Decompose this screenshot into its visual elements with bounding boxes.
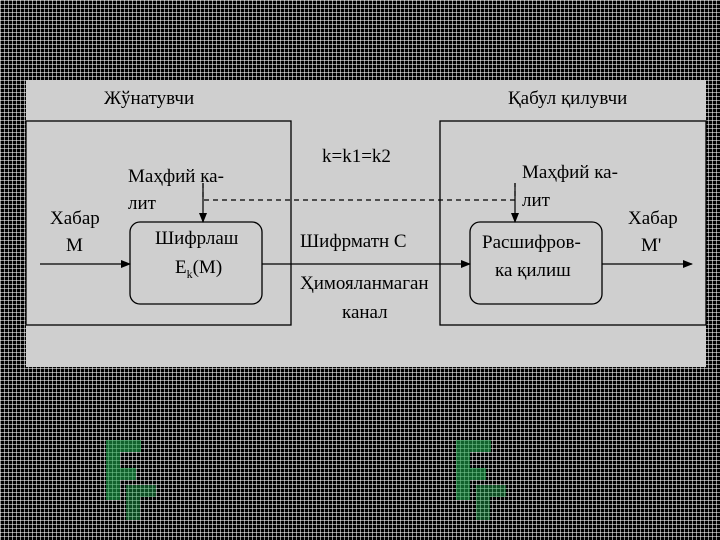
receiver-title: Қабул қилувчи	[508, 88, 627, 109]
diagram-panel	[26, 80, 706, 367]
channel-label-line2: канал	[342, 302, 388, 323]
decrypt-label-line2: ка қилиш	[495, 260, 571, 281]
message-out-label-line1: Хабар	[628, 208, 678, 229]
receiver-key-label-line2: лит	[522, 190, 551, 211]
sender-key-label-line1: Маҳфий ка-	[128, 166, 224, 187]
sender-key-label-line2: лит	[128, 193, 157, 214]
channel-label-line1: Ҳимояланмаган	[300, 273, 429, 294]
message-in-label-line2: M	[66, 235, 83, 256]
sender-title: Жўнатувчи	[104, 88, 194, 109]
receiver-key-label-line1: Маҳфий ка-	[522, 162, 618, 183]
decrypt-label-line1: Расшифров-	[482, 232, 581, 253]
encrypt-label-line2: Ek(M)	[175, 257, 222, 281]
message-out-label-line2: M'	[641, 235, 661, 256]
key-equation: k=k1=k2	[322, 146, 391, 167]
ciphertext-label: Шифрматн С	[300, 231, 407, 252]
encrypt-label-subscript: k	[187, 267, 193, 281]
message-in-label-line1: Хабар	[50, 208, 100, 229]
encrypt-label-symbol: E	[175, 257, 187, 278]
sender-frame	[25, 120, 292, 326]
receiver-frame	[439, 120, 707, 326]
encrypt-label-line1: Шифрлаш	[155, 228, 239, 249]
encrypt-label-argument: (M)	[193, 257, 223, 278]
